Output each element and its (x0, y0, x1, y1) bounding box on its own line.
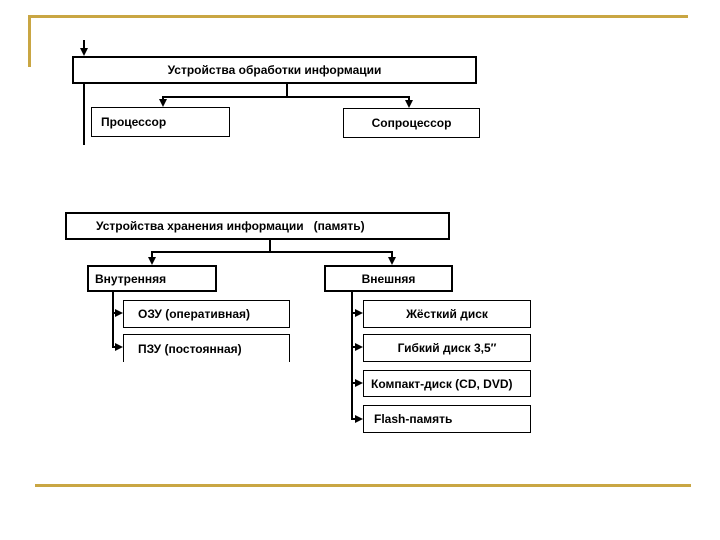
arrow-right-icon (115, 309, 123, 317)
hard-disk-label: Жёсткий диск (406, 307, 488, 321)
connector-to-external (391, 251, 393, 258)
arrow-down-icon (388, 257, 396, 265)
arrow-right-icon (355, 379, 363, 387)
connector-processing-left-drop (83, 84, 85, 145)
connector-to-hard-disk (351, 312, 355, 314)
box-external-memory: Внешняя (324, 265, 453, 292)
connector-to-flash-memory (351, 418, 355, 420)
bottom-divider-line (35, 484, 691, 487)
top-border-accent-vertical (28, 15, 31, 67)
arrow-right-icon (355, 309, 363, 317)
arrow-right-icon (355, 415, 363, 423)
connector-to-internal (151, 251, 153, 258)
connector-to-rom (112, 346, 116, 348)
storage-devices-label: Устройства хранения информации (память) (96, 219, 365, 233)
connector-storage-crossbar (152, 251, 392, 253)
connector-to-ram (112, 312, 116, 314)
arrow-down-icon (148, 257, 156, 265)
box-rom: ПЗУ (постоянная) (123, 334, 290, 362)
box-compact-disc: Компакт-диск (CD, DVD) (363, 370, 531, 397)
connector-processing-stem (286, 84, 288, 97)
connector-storage-stem (269, 240, 271, 253)
external-memory-label: Внешняя (361, 271, 416, 286)
ram-label: ОЗУ (оперативная) (138, 307, 250, 321)
coprocessor-label: Сопроцессор (371, 116, 452, 130)
box-internal-memory: Внутренняя (87, 265, 217, 292)
rom-label: ПЗУ (постоянная) (138, 341, 242, 356)
box-storage-devices: Устройства хранения информации (память) (65, 212, 450, 240)
arrow-down-icon (159, 99, 167, 107)
box-ram: ОЗУ (оперативная) (123, 300, 290, 328)
processor-label: Процессор (101, 115, 167, 129)
connector-into-processing-root (83, 40, 85, 51)
connector-to-processor (162, 96, 164, 101)
box-hard-disk: Жёсткий диск (363, 300, 531, 328)
compact-disc-label: Компакт-диск (CD, DVD) (371, 376, 513, 391)
arrow-down-icon (80, 48, 88, 56)
internal-memory-label: Внутренняя (95, 271, 167, 286)
arrow-right-icon (115, 343, 123, 351)
connector-to-compact-disc (351, 382, 355, 384)
box-processor: Процессор (91, 107, 230, 137)
box-floppy-disk: Гибкий диск 3,5′′ (363, 334, 531, 362)
processing-devices-label: Устройства обработки информации (167, 63, 382, 77)
connector-internal-drop (112, 292, 114, 348)
box-coprocessor: Сопроцессор (343, 108, 480, 138)
connector-to-coprocessor (408, 96, 410, 101)
arrow-right-icon (355, 343, 363, 351)
flash-memory-label: Flash-память (374, 412, 453, 426)
connector-external-drop (351, 292, 353, 420)
top-border-accent-horizontal (30, 15, 688, 18)
box-flash-memory: Flash-память (363, 405, 531, 433)
connector-processing-crossbar (163, 96, 409, 98)
floppy-disk-label: Гибкий диск 3,5′′ (397, 341, 497, 355)
box-processing-devices: Устройства обработки информации (72, 56, 477, 84)
connector-to-floppy-disk (351, 346, 355, 348)
arrow-down-icon (405, 100, 413, 108)
